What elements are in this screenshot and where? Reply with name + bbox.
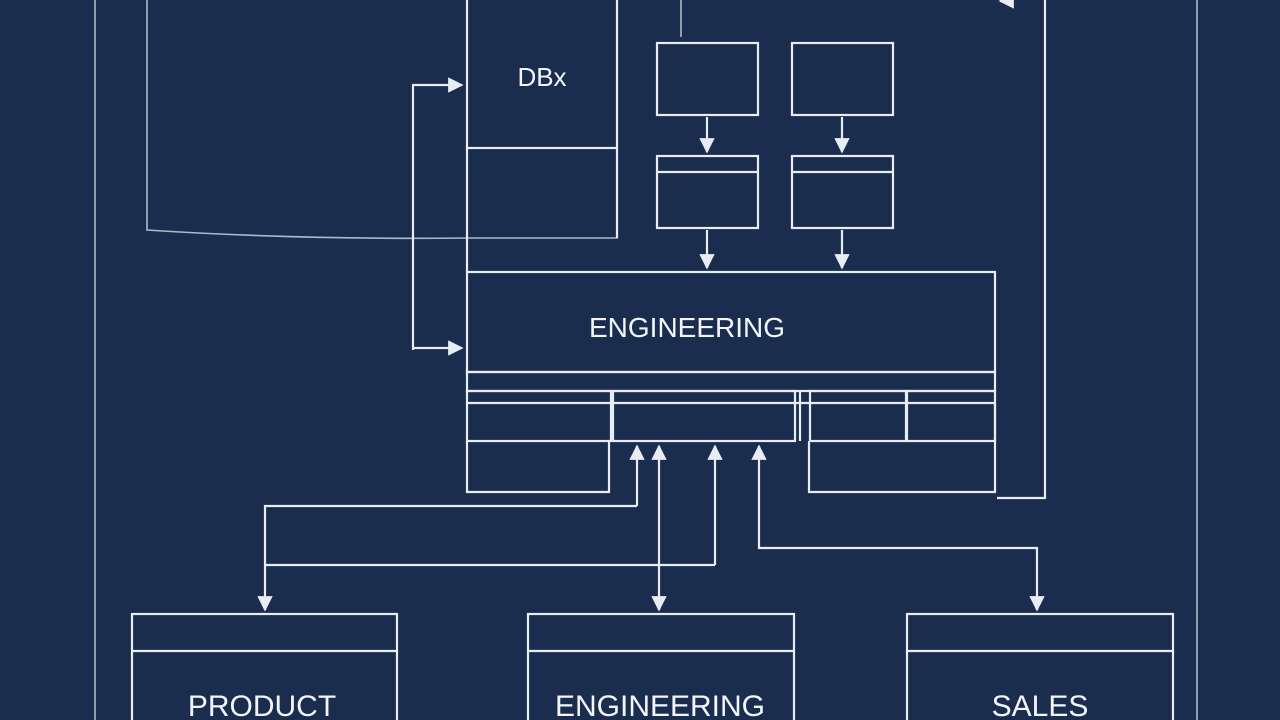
sales-node: SALES	[905, 612, 1175, 720]
upper-box-right	[790, 41, 895, 117]
bracket-arrow-to-dbx	[411, 77, 464, 350]
hub-band-top	[465, 370, 997, 393]
sub-cell-4	[905, 389, 997, 443]
engineering-label: ENGINEERING	[555, 690, 765, 720]
sub-cell-1	[465, 389, 613, 443]
product-label: PRODUCT	[188, 690, 336, 720]
hub-left-leg	[465, 441, 611, 494]
engineering-hub-label: ENGINEERING	[589, 312, 785, 343]
top-left-panel	[146, 0, 618, 240]
engineering-node: ENGINEERING	[526, 612, 796, 720]
arrow-to-sales	[751, 444, 1045, 612]
upper-box-left	[655, 41, 760, 117]
sales-label: SALES	[992, 690, 1089, 720]
arrow-to-product	[257, 504, 637, 612]
sub-cell-2	[611, 389, 797, 443]
middle-box-left	[655, 154, 760, 230]
hub-right-leg	[807, 403, 997, 494]
dbx-node	[465, 0, 619, 150]
dbx-label: DBx	[517, 62, 566, 92]
feedback-loop-line	[997, 0, 1047, 500]
product-node: PRODUCT	[130, 612, 399, 720]
sub-cell-3	[808, 389, 908, 443]
middle-box-right	[790, 154, 895, 230]
